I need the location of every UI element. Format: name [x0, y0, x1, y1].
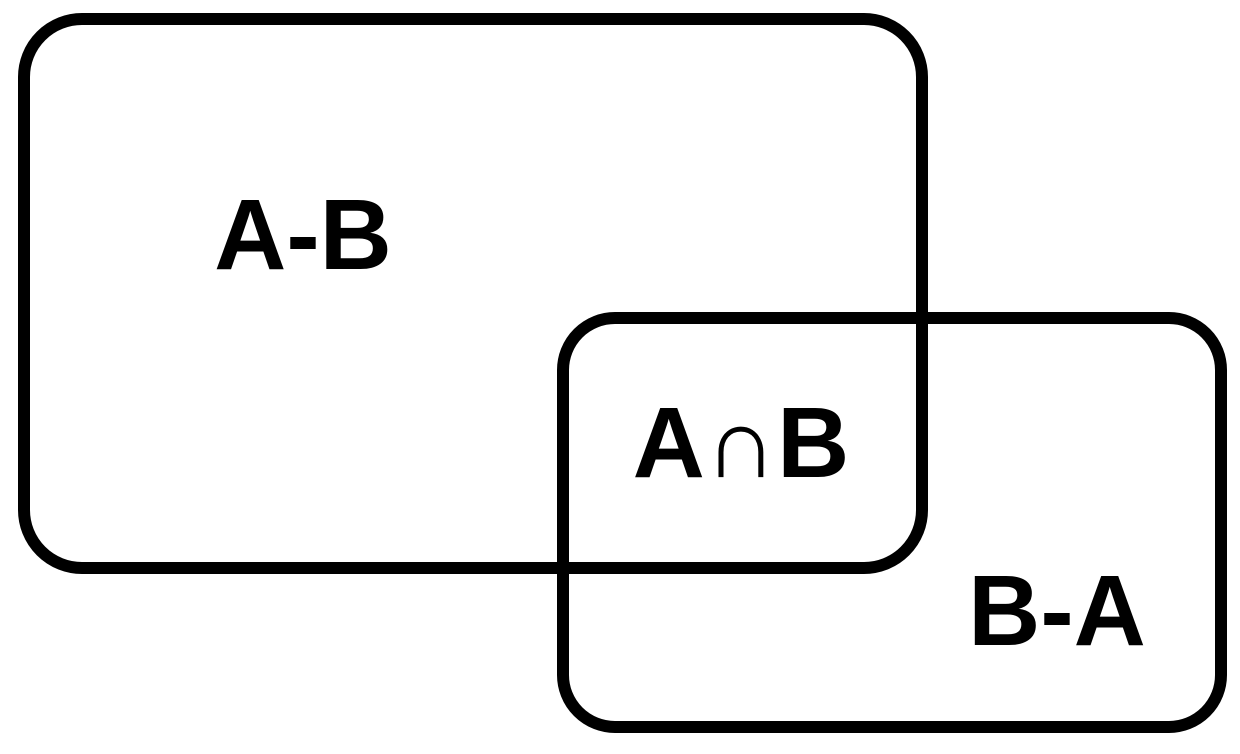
set-b-rectangle [557, 312, 1227, 733]
region-label-a-intersect-b: A∩B [633, 387, 850, 499]
region-label-a-minus-b: A-B [214, 179, 392, 291]
region-label-b-minus-a: B-A [968, 555, 1146, 667]
set-a-rectangle [18, 13, 928, 574]
